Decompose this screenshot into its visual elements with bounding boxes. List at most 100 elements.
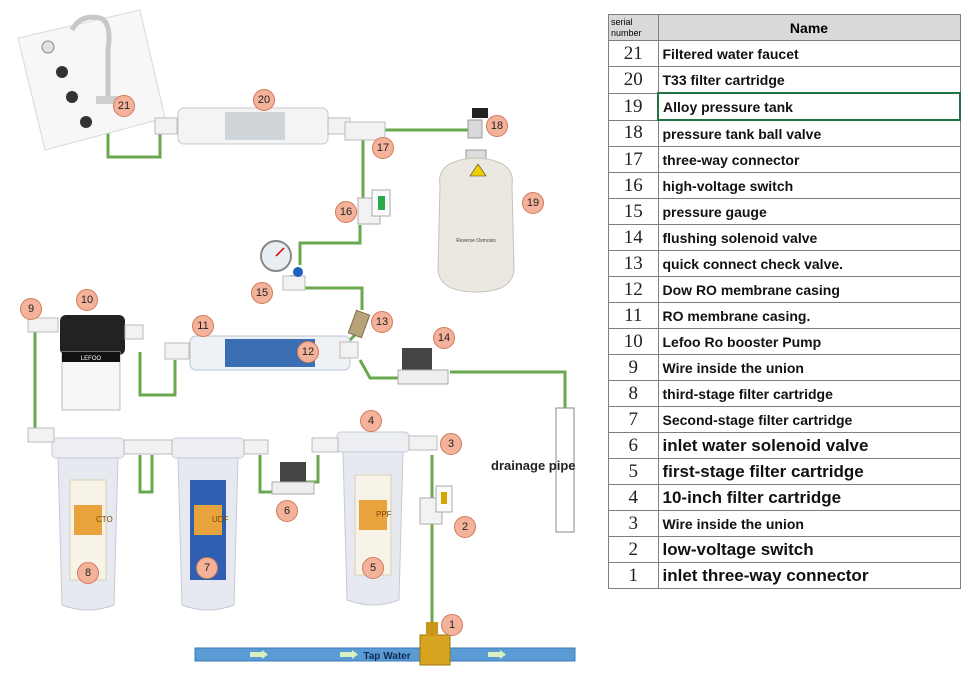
part-name-cell[interactable]: quick connect check valve. xyxy=(657,250,961,277)
pressure-gauge xyxy=(260,240,306,291)
part-name-cell[interactable]: Alloy pressure tank xyxy=(657,92,961,121)
callout-17: 17 xyxy=(372,137,394,159)
callout-10: 10 xyxy=(76,289,98,311)
serial-number-cell[interactable]: 7 xyxy=(608,406,659,433)
cartridge-label-second: UDF xyxy=(212,515,229,524)
serial-number-cell[interactable]: 6 xyxy=(608,432,659,459)
serial-number-cell[interactable]: 12 xyxy=(608,276,659,303)
part-name-cell[interactable]: RO membrane casing. xyxy=(657,302,961,329)
flow-arrows xyxy=(250,650,506,659)
tap-water-label: Tap Water xyxy=(363,651,410,662)
callout-3: 3 xyxy=(440,433,462,455)
part-name-cell[interactable]: first-stage filter cartridge xyxy=(657,458,961,485)
callout-4: 4 xyxy=(360,410,382,432)
cartridge-label-third: CTO xyxy=(96,515,113,524)
drainage-pipe-label: drainage pipe xyxy=(491,458,576,473)
pump-brand: LEFOO xyxy=(81,356,102,362)
ro-membrane-casing xyxy=(164,335,359,371)
serial-number-cell[interactable]: 4 xyxy=(608,484,659,511)
callout-5: 5 xyxy=(362,557,384,579)
serial-number-cell[interactable]: 11 xyxy=(608,302,659,329)
serial-number-cell[interactable]: 10 xyxy=(608,328,659,355)
pressure-tank-ball-valve xyxy=(467,108,488,139)
serial-number-cell[interactable]: 21 xyxy=(608,40,659,67)
name-header: Name xyxy=(657,14,961,41)
part-name-cell[interactable]: pressure gauge xyxy=(657,198,961,225)
table-header-row: serial number Name xyxy=(608,14,961,41)
table-row: 9 Wire inside the union xyxy=(608,354,961,381)
part-name-cell[interactable]: Filtered water faucet xyxy=(657,40,961,67)
callout-13: 13 xyxy=(371,311,393,333)
quick-connect-check-valve xyxy=(347,309,371,339)
alloy-pressure-tank: Reverse Osmosis xyxy=(437,149,515,293)
serial-number-cell[interactable]: 14 xyxy=(608,224,659,251)
part-name-cell[interactable]: three-way connector xyxy=(657,146,961,173)
serial-number-cell[interactable]: 15 xyxy=(608,198,659,225)
part-name-cell[interactable]: pressure tank ball valve xyxy=(657,119,961,147)
part-name-cell[interactable]: high-voltage switch xyxy=(657,172,961,199)
serial-number-cell[interactable]: 2 xyxy=(608,536,659,563)
callout-1: 1 xyxy=(441,614,463,636)
serial-number-cell[interactable]: 9 xyxy=(608,354,659,381)
filter-housings: CTO UDF PPF xyxy=(27,427,438,611)
part-name-cell[interactable]: Wire inside the union xyxy=(657,510,961,537)
callout-15: 15 xyxy=(251,282,273,304)
callout-14: 14 xyxy=(433,327,455,349)
serial-number-cell[interactable]: 19 xyxy=(608,92,659,121)
cartridge-label-first: PPF xyxy=(376,510,392,519)
callout-9: 9 xyxy=(20,298,42,320)
serial-number-cell[interactable]: 1 xyxy=(608,562,659,589)
serial-number-cell[interactable]: 13 xyxy=(608,250,659,277)
part-name-cell[interactable]: flushing solenoid valve xyxy=(657,224,961,251)
part-name-cell[interactable]: Wire inside the union xyxy=(657,354,961,381)
part-name-cell[interactable]: Second-stage filter cartridge xyxy=(657,406,961,433)
part-name-cell[interactable]: Lefoo Ro booster Pump xyxy=(657,328,961,355)
serial-number-cell[interactable]: 17 xyxy=(608,146,659,173)
three-way-connector xyxy=(344,121,386,141)
part-name-cell[interactable]: 10-inch filter cartridge xyxy=(657,484,961,511)
callout-16: 16 xyxy=(335,201,357,223)
part-name-cell[interactable]: low-voltage switch xyxy=(657,536,961,563)
serial-number-cell[interactable]: 5 xyxy=(608,458,659,485)
part-name-cell[interactable]: inlet water solenoid valve xyxy=(657,432,961,459)
serial-number-header: serial number xyxy=(608,14,659,41)
callout-12: 12 xyxy=(297,341,319,363)
serial-number-cell[interactable]: 3 xyxy=(608,510,659,537)
serial-number-cell[interactable]: 20 xyxy=(608,66,659,94)
callout-2: 2 xyxy=(454,516,476,538)
serial-number-cell[interactable]: 16 xyxy=(608,172,659,199)
callout-8: 8 xyxy=(77,562,99,584)
high-voltage-switch xyxy=(357,189,391,225)
part-name-cell[interactable]: inlet three-way connector xyxy=(657,562,961,589)
callout-21: 21 xyxy=(113,95,135,117)
part-name-cell[interactable]: third-stage filter cartridge xyxy=(657,380,961,407)
callout-6: 6 xyxy=(276,500,298,522)
serial-number-cell[interactable]: 18 xyxy=(608,119,659,147)
part-name-cell[interactable]: T33 filter cartridge xyxy=(657,66,961,94)
part-name-cell[interactable]: Dow RO membrane casing xyxy=(657,276,961,303)
lefoo-booster-pump: LEFOO xyxy=(27,315,144,411)
serial-number-cell[interactable]: 8 xyxy=(608,380,659,407)
flushing-solenoid-valve xyxy=(397,348,449,385)
callout-19: 19 xyxy=(522,192,544,214)
callout-7: 7 xyxy=(196,557,218,579)
callout-11: 11 xyxy=(192,315,214,337)
t33-filter-cartridge xyxy=(154,107,351,145)
